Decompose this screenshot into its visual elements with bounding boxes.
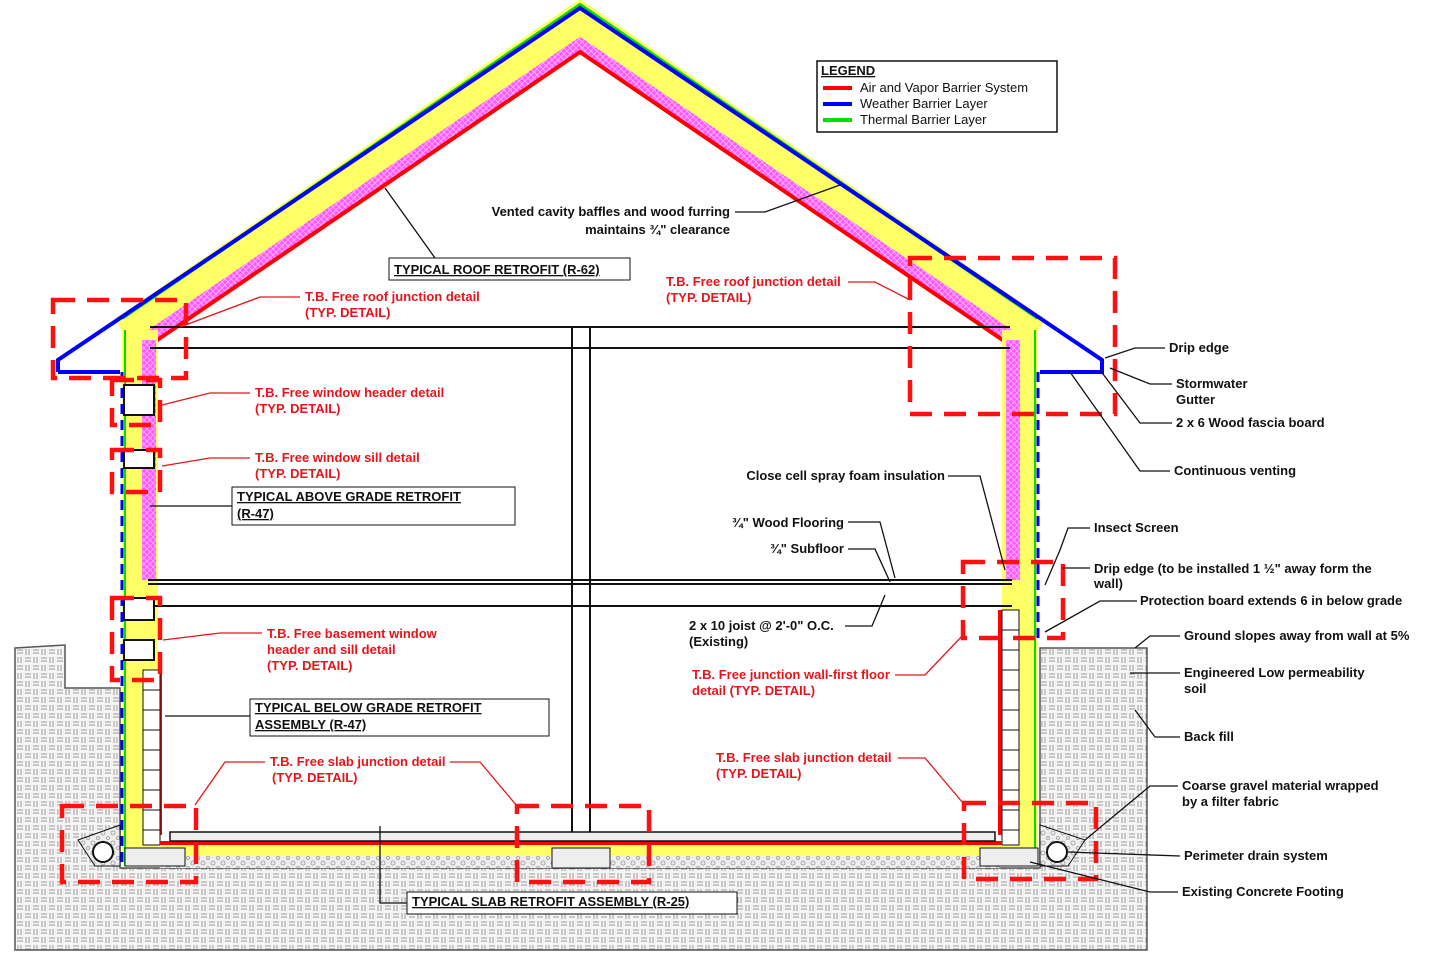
label-window-header: T.B. Free window header detail bbox=[255, 385, 444, 400]
label-baffles: Vented cavity baffles and wood furring bbox=[492, 204, 730, 219]
label-venting: Continuous venting bbox=[1174, 463, 1296, 478]
label-wall-floor-junction-typ: detail (TYP. DETAIL) bbox=[692, 683, 815, 698]
legend: LEGEND Air and Vapor Barrier System Weat… bbox=[816, 60, 1058, 133]
label-footing: Existing Concrete Footing bbox=[1182, 884, 1344, 899]
legend-item-air-vapor: Air and Vapor Barrier System bbox=[860, 80, 1028, 95]
legend-item-thermal: Thermal Barrier Layer bbox=[860, 112, 987, 127]
label-window-sill-typ: (TYP. DETAIL) bbox=[255, 466, 340, 481]
label-roof-junction-left-typ: (TYP. DETAIL) bbox=[305, 305, 390, 320]
detail-boxes bbox=[50, 255, 1118, 885]
structure-lines bbox=[148, 326, 1012, 832]
roof-insulation bbox=[114, 0, 1046, 351]
label-wall-floor-junction: T.B. Free junction wall-first floor bbox=[692, 667, 890, 682]
label-ground-slope: Ground slopes away from wall at 5% bbox=[1184, 628, 1410, 643]
label-wood-flooring: ¾" Wood Flooring bbox=[732, 515, 844, 530]
right-drain-pipe bbox=[1046, 841, 1068, 863]
left-drain-pipe bbox=[92, 841, 114, 863]
label-insect-screen: Insect Screen bbox=[1094, 520, 1179, 535]
label-slab-junction-left-typ: (TYP. DETAIL) bbox=[272, 770, 357, 785]
assembly-titles: TYPICAL ROOF RETROFIT (R-62) TYPICAL ABO… bbox=[150, 187, 738, 915]
legend-item-weather: Weather Barrier Layer bbox=[860, 96, 988, 111]
roof-air-barrier bbox=[148, 49, 1012, 347]
black-labels: Vented cavity baffles and wood furring m… bbox=[492, 184, 1410, 899]
roof-spray-foam bbox=[143, 36, 1017, 343]
label-window-sill: T.B. Free window sill detail bbox=[255, 450, 420, 465]
label-soil: Engineered Low permeability bbox=[1184, 665, 1365, 680]
label-drip-edge: Drip edge bbox=[1169, 340, 1229, 355]
label-gravel-2: by a filter fabric bbox=[1182, 794, 1279, 809]
slab-assembly-title: TYPICAL SLAB RETROFIT ASSEMBLY (R-25) bbox=[412, 894, 689, 909]
label-roof-junction-left: T.B. Free roof junction detail bbox=[305, 289, 480, 304]
legend-title: LEGEND bbox=[821, 63, 875, 78]
label-window-header-typ: (TYP. DETAIL) bbox=[255, 401, 340, 416]
label-protection-board: Protection board extends 6 in below grad… bbox=[1140, 593, 1402, 608]
label-slab-junction-right-typ: (TYP. DETAIL) bbox=[716, 766, 801, 781]
label-drain: Perimeter drain system bbox=[1184, 848, 1328, 863]
label-spray-foam: Close cell spray foam insulation bbox=[746, 468, 945, 483]
label-backfill: Back fill bbox=[1184, 729, 1234, 744]
above-grade-title-1: TYPICAL ABOVE GRADE RETROFIT bbox=[237, 489, 461, 504]
windows bbox=[123, 384, 155, 661]
label-slab-junction-left: T.B. Free slab junction detail bbox=[270, 754, 446, 769]
label-basement-window-typ: (TYP. DETAIL) bbox=[267, 658, 352, 673]
slab bbox=[169, 831, 996, 842]
left-block-wall bbox=[142, 669, 161, 846]
roof-assembly-title: TYPICAL ROOF RETROFIT (R-62) bbox=[394, 262, 600, 277]
label-drip-edge-wall: Drip edge (to be installed 1 ½" away for… bbox=[1094, 561, 1372, 576]
label-joist: 2 x 10 joist @ 2'-0" O.C. bbox=[689, 618, 834, 633]
label-baffles-2: maintains ¾" clearance bbox=[585, 222, 730, 237]
left-footing bbox=[124, 847, 186, 867]
red-labels: T.B. Free roof junction detail (TYP. DET… bbox=[161, 274, 964, 807]
right-block-wall bbox=[1001, 609, 1020, 846]
label-basement-window-2: header and sill detail bbox=[267, 642, 396, 657]
label-slab-junction-right: T.B. Free slab junction detail bbox=[716, 750, 892, 765]
label-gravel: Coarse gravel material wrapped bbox=[1182, 778, 1379, 793]
label-fascia: 2 x 6 Wood fascia board bbox=[1176, 415, 1325, 430]
center-footing bbox=[551, 847, 611, 869]
below-grade-title-2: ASSEMBLY (R-47) bbox=[255, 717, 366, 732]
label-drip-edge-wall-2: wall) bbox=[1093, 576, 1123, 591]
ground-backfill bbox=[14, 644, 1148, 951]
label-soil-2: soil bbox=[1184, 681, 1206, 696]
right-footing bbox=[979, 847, 1039, 867]
label-roof-junction-right-typ: (TYP. DETAIL) bbox=[666, 290, 751, 305]
above-grade-title-2: (R-47) bbox=[237, 506, 274, 521]
label-roof-junction-right: T.B. Free roof junction detail bbox=[666, 274, 841, 289]
label-joist-2: (Existing) bbox=[689, 634, 748, 649]
roof-weather-barrier bbox=[56, 5, 1104, 374]
label-subfloor: ¾" Subfloor bbox=[770, 541, 844, 556]
label-basement-window: T.B. Free basement window bbox=[267, 626, 438, 641]
label-gutter-2: Gutter bbox=[1176, 392, 1215, 407]
label-gutter: Stormwater bbox=[1176, 376, 1248, 391]
right-wall-foam bbox=[1006, 340, 1020, 580]
below-grade-title-1: TYPICAL BELOW GRADE RETROFIT bbox=[255, 700, 482, 715]
